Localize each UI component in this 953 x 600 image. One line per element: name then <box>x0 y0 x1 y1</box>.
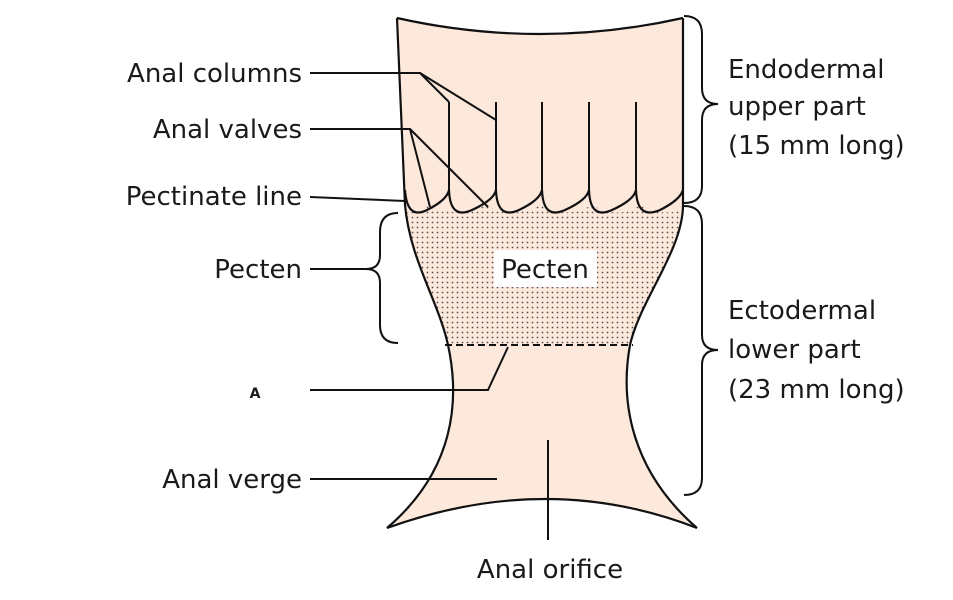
anal-valves-leader <box>310 128 489 208</box>
anal-columns-label: Anal columns <box>127 59 302 89</box>
right-wall <box>625 18 698 529</box>
pectinate-line-label: Pectinate line <box>126 182 302 212</box>
pecten-left-label: Pecten <box>214 255 302 285</box>
upper-part-label-line2: upper part <box>728 92 866 122</box>
upper-part-brace <box>683 15 719 204</box>
pecten-center-label-bg <box>494 250 597 287</box>
left-wall <box>386 17 455 529</box>
lower-part-label-line2: lower part <box>728 335 861 365</box>
pectinate-line-leader <box>309 196 406 202</box>
anal-orifice-arc <box>386 497 698 530</box>
anal-columns <box>448 102 637 191</box>
anal-verge-label: Anal verge <box>162 465 302 495</box>
anal-columns-leader <box>310 72 497 121</box>
anal-valves-label: Anal valves <box>153 115 302 145</box>
top-edge <box>396 16 684 36</box>
white-line-leader <box>310 346 509 391</box>
anal-valves-scallops <box>403 189 685 214</box>
pecten-brace <box>365 212 399 344</box>
pecten-center-label: Pecten <box>501 255 589 285</box>
upper-part-label-line3: (15 mm long) <box>728 131 905 161</box>
lower-part-label-line3: (23 mm long) <box>728 375 905 405</box>
anal-orifice-label: Anal orifice <box>477 555 623 585</box>
upper-part-label-line1: Endodermal <box>728 55 885 85</box>
lower-part-brace <box>683 205 719 496</box>
white-line-marker-label: A <box>250 386 261 402</box>
lower-part-label-line1: Ectodermal <box>728 296 876 326</box>
